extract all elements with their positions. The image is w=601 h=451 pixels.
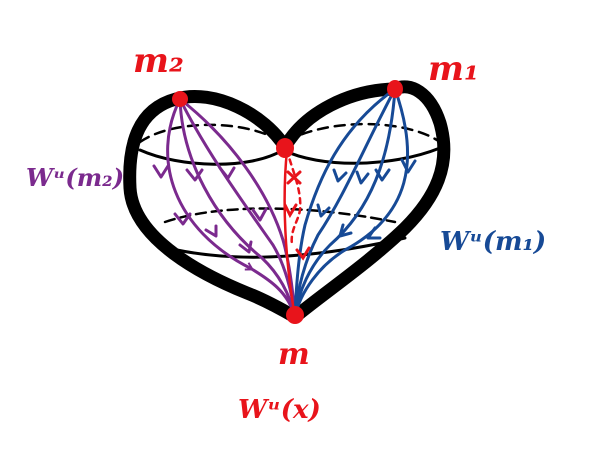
critical-points	[172, 80, 403, 324]
latitude-front-middle	[158, 236, 407, 259]
wu-m1-flow-lines	[293, 87, 410, 319]
point-m	[286, 306, 304, 324]
wu-m2-flow-lines	[166, 97, 297, 319]
blue-flow-line-2	[293, 87, 397, 319]
latitude-back-middle	[163, 207, 397, 224]
red-arrowhead-1	[283, 203, 298, 219]
red-arrowhead-2	[295, 246, 311, 261]
purple-flow-line-1	[166, 97, 297, 319]
red-flow-dashed	[285, 148, 302, 247]
label-wu-m2: Wᵘ(m₂)	[26, 163, 124, 192]
point-m2	[172, 91, 188, 107]
x-mark	[286, 170, 302, 185]
red-flow-solid	[283, 148, 297, 319]
point-m1	[387, 80, 403, 98]
purple-flow-line-4	[178, 97, 297, 319]
purple-flow-line-2	[178, 97, 297, 319]
purple-arrowheads	[152, 164, 268, 254]
label-m1: m₁	[428, 49, 479, 89]
blue-flow-line-4	[293, 87, 397, 319]
label-m2: m₂	[133, 41, 184, 81]
label-wu-m1: Wᵘ(m₁)	[440, 227, 546, 257]
red-marks	[283, 170, 311, 261]
blue-flow-line-1	[293, 87, 410, 319]
label-m: m	[278, 337, 310, 372]
blue-flow-line-3	[293, 87, 397, 319]
point-saddle	[276, 138, 294, 158]
blue-arrowheads	[316, 158, 417, 240]
wu-x-flow-line	[283, 148, 302, 319]
label-wu-x: Wᵘ(x)	[238, 395, 321, 425]
